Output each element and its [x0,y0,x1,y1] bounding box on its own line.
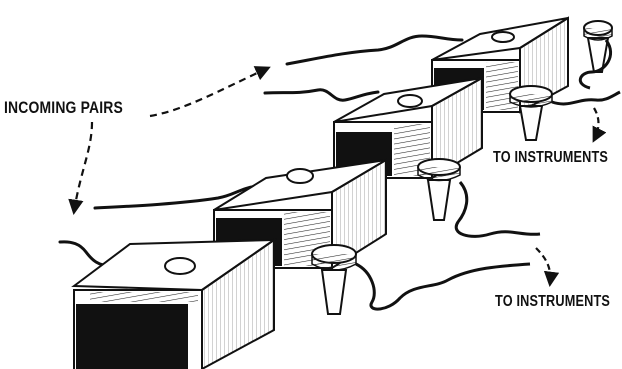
plug-2 [509,85,621,141]
incoming-pairs-label: INCOMING PAIRS [4,98,123,117]
arrow-to-instruments-2 [535,247,560,288]
incoming-wire-2 [263,88,380,102]
arrow-to-instruments-1 [592,107,607,143]
arrow-incoming-down [68,121,94,216]
plug-1 [578,20,613,90]
to-instruments-label-upper: TO INSTRUMENTS [493,149,609,166]
to-instruments-label-lower: TO INSTRUMENTS [495,293,611,310]
terminal-block-2 [333,76,483,180]
terminal-block-4 [71,238,278,369]
plug-4 [311,244,531,315]
incoming-wire-1 [285,34,464,66]
incoming-wire-3 [93,184,260,210]
arrow-incoming-top [149,66,271,118]
plug-3 [417,158,541,238]
